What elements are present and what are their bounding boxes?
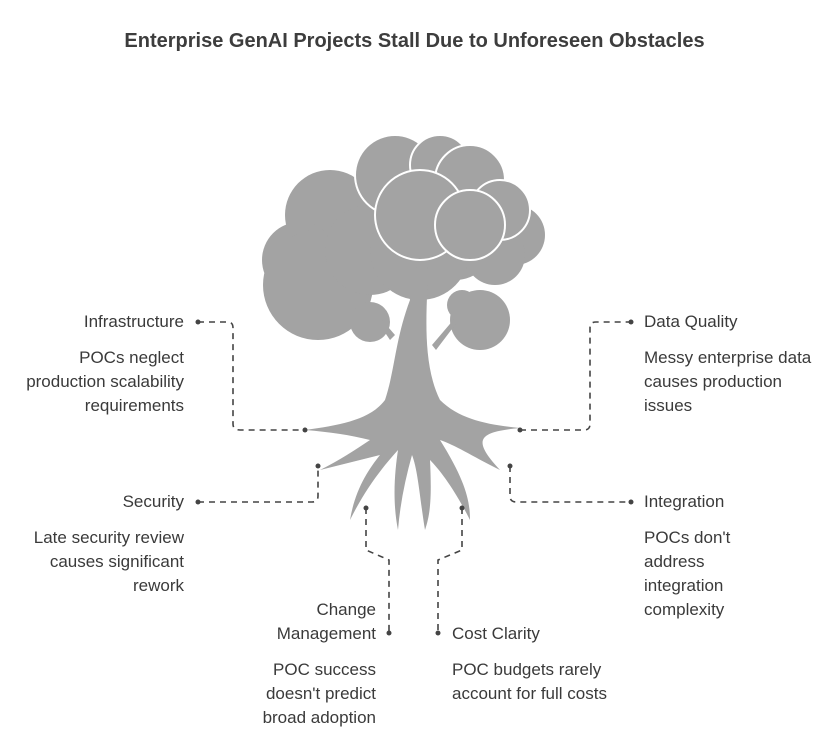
- label-security: Security: [122, 492, 184, 511]
- diagram-title: Enterprise GenAI Projects Stall Due to U…: [124, 30, 705, 52]
- desc-integration: POCs don't address integration complexit…: [644, 528, 731, 619]
- connector-infrastructure: [198, 321, 305, 431]
- desc-infrastructure: POCs neglect production scalability requ…: [26, 348, 184, 415]
- label-infrastructure: Infrastructure: [83, 312, 184, 331]
- connector-cost-clarity: [437, 508, 463, 633]
- connector-security: [198, 466, 319, 503]
- desc-change-management: POC success doesn't predict broad adopti…: [262, 660, 376, 727]
- connectors: [198, 321, 631, 633]
- tree-icon: [262, 134, 545, 530]
- connector-integration: [509, 466, 631, 503]
- connector-change-management: [365, 508, 390, 633]
- tree-trunk: [305, 265, 520, 530]
- label-change-management: Change Management: [276, 600, 376, 643]
- desc-data-quality: Messy enterprise data causes production …: [644, 348, 812, 415]
- label-cost-clarity: Cost Clarity: [452, 624, 540, 643]
- desc-cost-clarity: POC budgets rarely account for full cost…: [452, 660, 607, 703]
- label-integration: Integration: [644, 492, 725, 511]
- desc-security: Late security review causes significant …: [33, 528, 184, 595]
- connector-dots: [195, 319, 634, 636]
- connector-data-quality: [520, 321, 631, 431]
- tree-top-canopy: [354, 134, 531, 261]
- label-data-quality: Data Quality: [644, 312, 738, 331]
